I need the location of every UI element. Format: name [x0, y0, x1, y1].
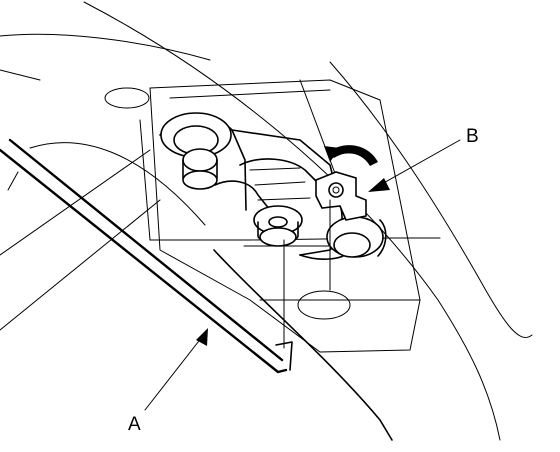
clip-bracket [315, 171, 367, 221]
callout-a-leader [144, 328, 208, 411]
mounting-plate [139, 79, 441, 353]
oval-hole-left [104, 87, 150, 109]
rotation-arrow-icon [324, 145, 378, 166]
body-panel-outline [0, 1, 533, 441]
right-grommet [326, 216, 387, 258]
callout-b-leader [368, 139, 461, 192]
center-grommet [253, 205, 303, 247]
callout-a-label: A [128, 414, 141, 435]
lower-cable [213, 249, 393, 441]
cable-rod [0, 138, 293, 374]
callout-b-label: B [466, 126, 479, 147]
oval-hole-bottom [297, 290, 351, 320]
guide-lines [243, 199, 331, 349]
left-grommet [160, 112, 232, 190]
